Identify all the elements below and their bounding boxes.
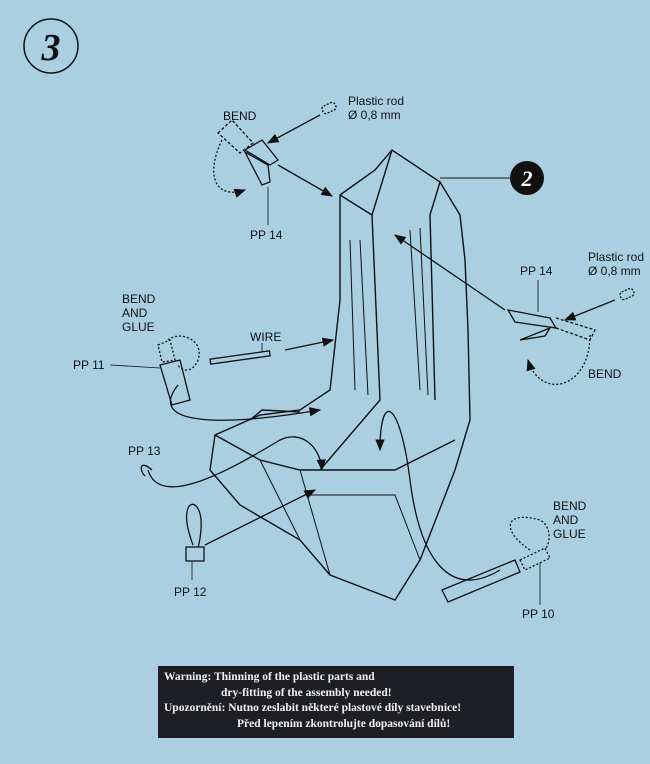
label-bend-glue-right-3: GLUE [553,527,586,541]
warning-line-1: Warning: Thinning of the plastic parts a… [164,671,375,683]
part-pp11 [109,335,322,421]
warning-box: Warning: Thinning of the plastic parts a… [158,666,514,738]
warning-line-3: Upozornění: Nutno zeslabit některé plast… [164,702,462,714]
label-bend-glue-right-2: AND [553,513,579,527]
label-pp10: PP 10 [522,607,555,621]
ejection-seat-drawing [209,149,471,601]
label-pp14-right: PP 14 [520,264,553,278]
label-wire: WIRE [250,330,281,344]
label-bend-glue-right-1: BEND [553,499,587,513]
part-pp13 [140,436,326,488]
warning-line-4: Před lepením zkontrolujte dopasování díl… [237,717,451,730]
warning-line-2: dry-fitting of the assembly needed! [221,686,392,699]
label-rod-top-size: Ø 0,8 mm [348,108,401,122]
label-pp13: PP 13 [128,444,161,458]
label-bend-right: BEND [588,367,622,381]
label-pp11: PP 11 [73,358,105,372]
part-wire [209,337,335,365]
part-pp12 [185,489,317,580]
step-number-badge: 3 [23,18,79,74]
label-rod-top: Plastic rod [348,94,404,108]
part-pp10 [375,411,551,605]
svg-text:3: 3 [41,27,61,69]
part-pp14-right [394,234,635,385]
part-pp14-top [213,101,337,225]
reference-step-badge: 2 [440,161,544,195]
svg-text:2: 2 [521,166,533,191]
label-rod-right: Plastic rod [588,250,644,264]
label-bend-top: BEND [223,109,257,123]
label-bend-glue-left-3: GLUE [122,320,155,334]
label-pp14-left: PP 14 [250,228,283,242]
label-rod-right-size: Ø 0,8 mm [588,264,641,278]
label-pp12: PP 12 [174,585,207,599]
label-bend-glue-left-2: AND [122,306,148,320]
label-bend-glue-left-1: BEND [122,292,156,306]
